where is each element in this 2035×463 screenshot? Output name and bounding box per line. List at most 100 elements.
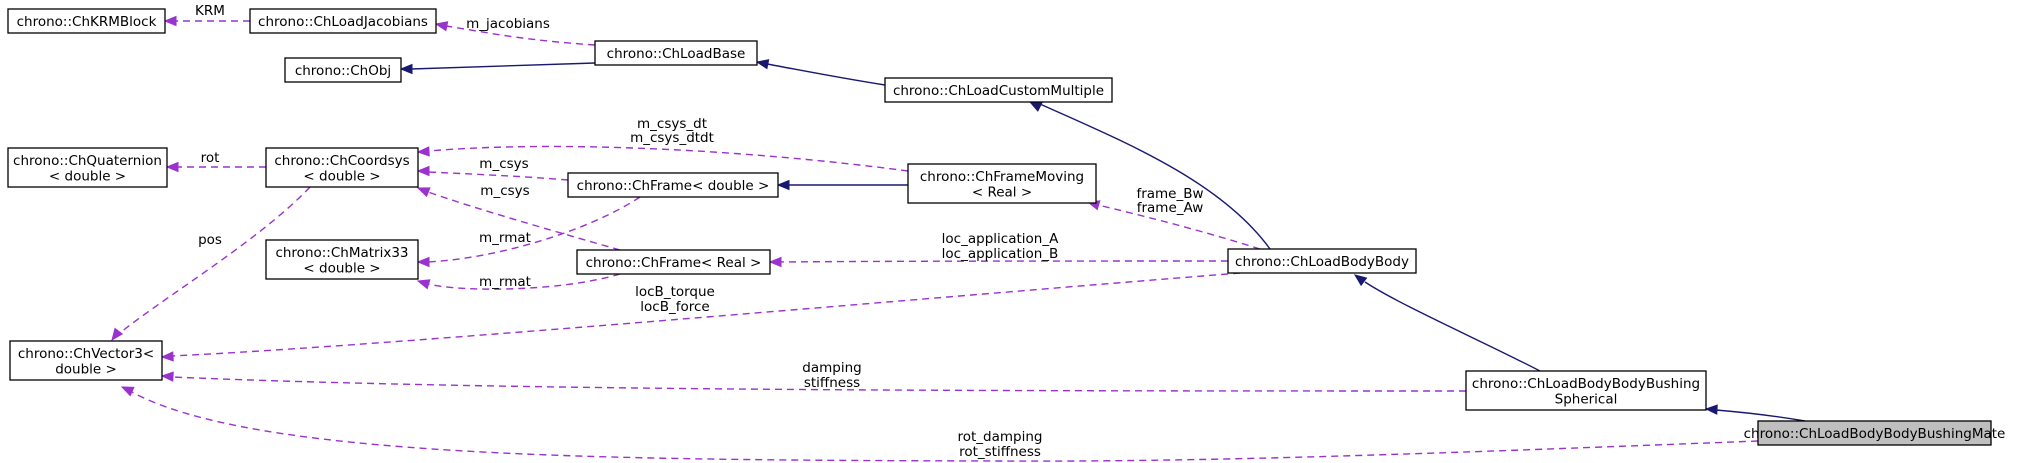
arrow-head [416,187,431,198]
node-label: chrono::ChFrameMoving [920,169,1084,185]
node-box [7,8,166,34]
node-label: Spherical [1555,391,1618,407]
node-label: chrono::ChMatrix33 [275,245,408,261]
edge-base-jac: m_jacobians [434,16,596,46]
node-label: chrono::ChLoadBodyBodyBushingMate [1744,426,2006,442]
edge-label: rot [201,150,220,166]
edge-framer-mat: m_rmat [416,273,621,290]
node-label: chrono::ChQuaternion [13,153,162,169]
class-node-base[interactable]: chrono::ChLoadBase [594,40,758,66]
arrow-head [416,146,430,157]
edge-framed-coord: m_csys [416,156,569,181]
node-label: < double > [303,168,380,184]
edge-moving-coord: m_csys_dtm_csys_dtdt [416,116,909,172]
node-label: chrono::ChLoadJacobians [258,14,428,30]
node-label: chrono::ChFrame< double > [577,178,770,194]
edge-line [1039,103,1271,250]
class-node-mat[interactable]: chrono::ChMatrix33< double > [265,239,419,280]
node-box [1757,420,1992,446]
edge-custom-base [755,59,886,86]
arrow-head [111,327,124,342]
node-box [1465,370,1707,411]
node-label: chrono::ChObj [295,63,391,79]
class-node-quat[interactable]: chrono::ChQuaternion< double > [7,147,168,188]
node-label: chrono::ChLoadCustomMultiple [893,83,1104,99]
node-label: double > [55,361,117,377]
edge-label: m_rmat [479,230,531,246]
class-node-moving[interactable]: chrono::ChFrameMoving< Real > [907,163,1097,204]
class-node-jac[interactable]: chrono::ChLoadJacobians [249,8,437,34]
edge-label: locB_torque [635,284,715,300]
edge-line [1364,281,1541,372]
arrow-head [165,161,179,173]
edge-label: rot_stiffness [959,444,1041,460]
class-node-coord[interactable]: chrono::ChCoordsys< double > [265,147,419,188]
class-node-mate[interactable]: chrono::ChLoadBodyBodyBushingMate [1744,420,2006,446]
node-box [594,40,758,66]
edge-label: locB_force [640,299,709,315]
edge-line [171,376,1467,392]
class-node-krm[interactable]: chrono::ChKRMBlock [7,8,166,34]
node-label: < double > [303,260,380,276]
arrow-head [755,59,770,70]
arrow-head [160,351,174,362]
arrow-head [416,279,431,290]
node-label: chrono::ChKRMBlock [17,14,157,30]
edge-line [427,171,569,181]
edge-label: m_rmat [479,274,531,290]
edge-jac-krm: KRM [163,3,250,27]
edge-label: pos [198,232,222,248]
edge-label: damping [802,360,861,376]
arrow-head [399,63,413,75]
node-box [884,77,1113,103]
arrow-head [163,15,177,27]
edge-line [171,272,1241,357]
node-box [567,172,779,198]
node-label: chrono::ChLoadBodyBodyBushing [1472,376,1700,392]
node-box [576,249,771,275]
node-box [907,163,1097,204]
edge-line [779,260,1229,263]
arrow-head [416,165,430,177]
edge-label: KRM [195,3,225,19]
node-box [249,8,437,34]
arrow-head [1028,101,1043,112]
edge-mate-sph [1704,404,1806,422]
edge-label: frame_Bw [1136,186,1203,202]
edge-label: loc_application_B [942,246,1059,262]
node-box [7,147,168,188]
edge-bb-custom [1028,101,1271,250]
class-node-bb[interactable]: chrono::ChLoadBodyBody [1227,248,1417,274]
arrow-head [416,256,430,268]
edge-label: rot_damping [958,429,1043,445]
node-label: chrono::ChLoadBase [607,46,746,62]
arrow-head [768,256,782,268]
class-node-obj[interactable]: chrono::ChObj [284,57,402,83]
edge-label: loc_application_A [942,231,1059,247]
node-box [265,147,419,188]
edge-framed-mat: m_rmat [416,196,641,268]
edge-framer-coord: m_csys [416,183,621,251]
arrow-head [1353,274,1368,287]
edge-coord-quat: rot [165,150,266,173]
edge-line [427,191,621,251]
edge-moving-framed [776,179,908,191]
class-node-framed[interactable]: chrono::ChFrame< double > [567,172,779,198]
edge-line [119,186,311,334]
node-label: chrono::ChLoadBodyBody [1235,254,1409,270]
class-node-custom[interactable]: chrono::ChLoadCustomMultiple [884,77,1113,103]
edge-coord-vec: pos [111,186,311,342]
edges-layer: KRMm_jacobiansrotm_csys_dtm_csys_dtdtm_c… [111,3,1806,462]
class-node-vec[interactable]: chrono::ChVector3<double > [9,340,163,381]
node-box [265,239,419,280]
arrow-head [1704,404,1718,415]
edge-line [427,145,909,172]
class-node-framer[interactable]: chrono::ChFrame< Real > [576,249,771,275]
edge-label: m_csys_dtdt [630,130,714,146]
edge-line [1715,409,1806,422]
